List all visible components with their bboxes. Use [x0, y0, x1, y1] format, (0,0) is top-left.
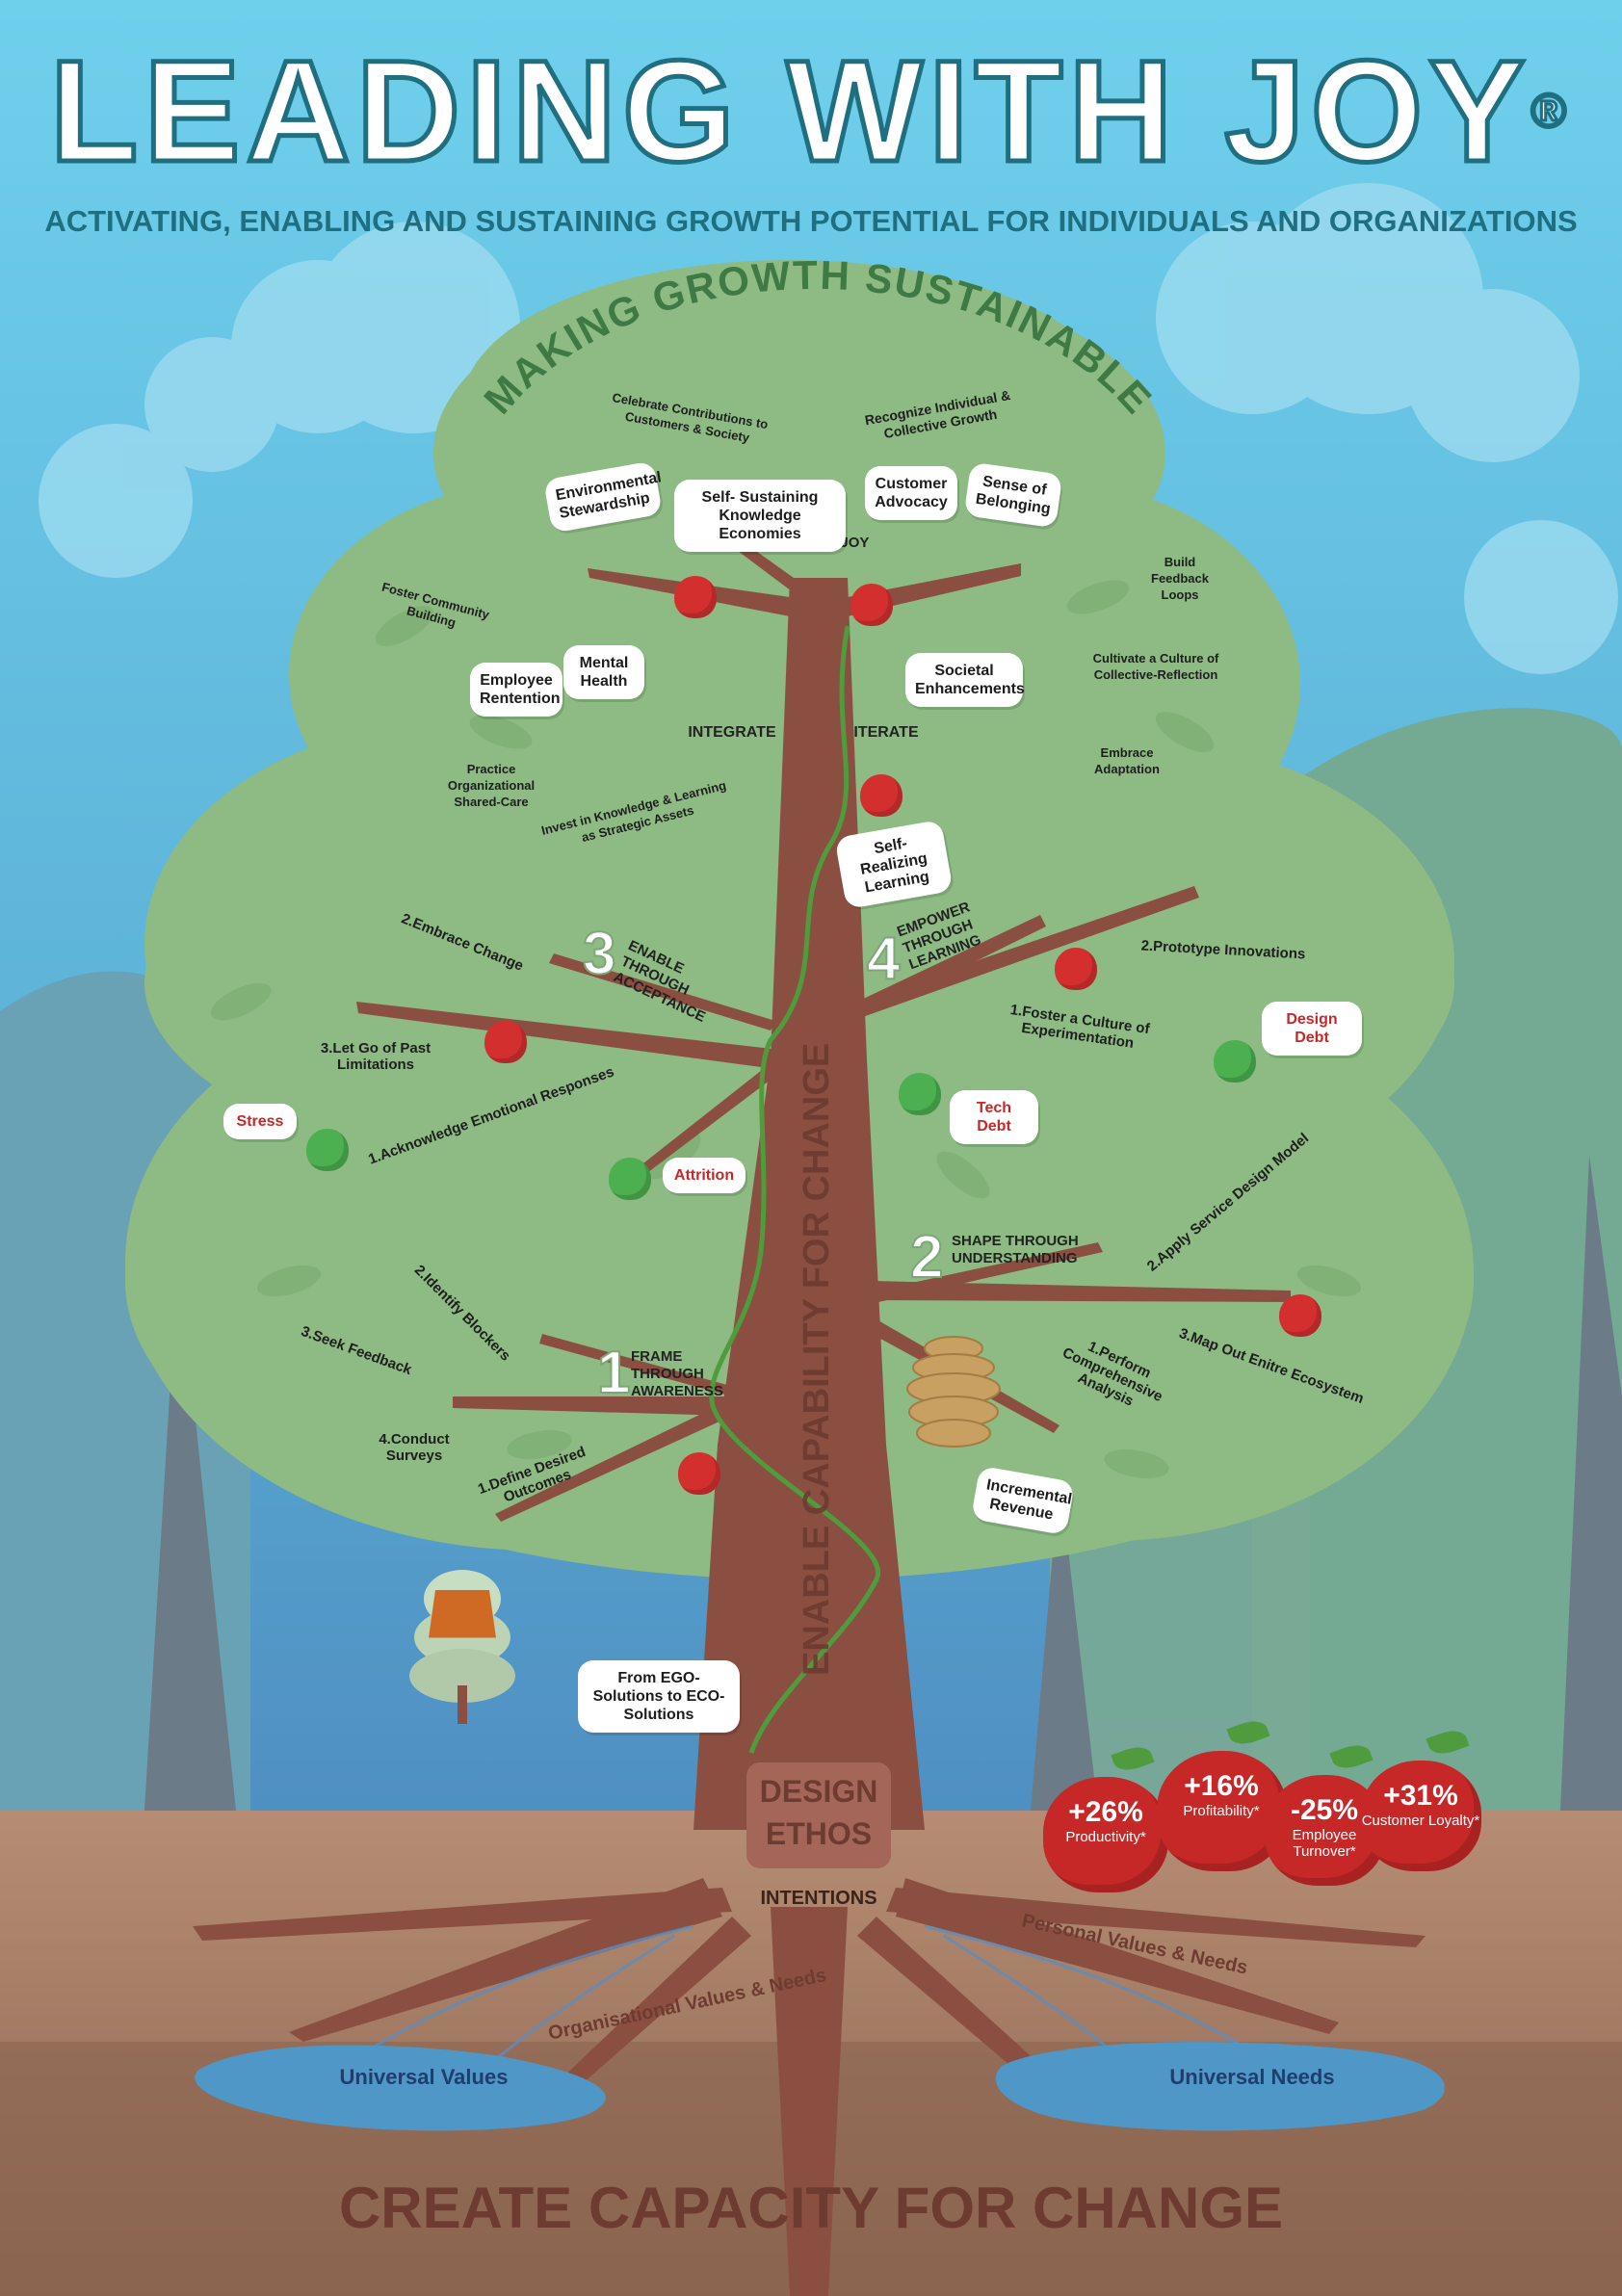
- integrate-label: INTEGRATE: [688, 724, 776, 741]
- stat-apple: [1043, 1777, 1168, 1892]
- stat-value: +31%: [1383, 1779, 1458, 1812]
- stage-2-text: SHAPE THROUGH UNDERSTANDING: [952, 1233, 1079, 1266]
- red-apple-icon: [1279, 1294, 1321, 1337]
- bg-spire-left: [144, 1252, 236, 1811]
- pool-universal-needs: [995, 2042, 1445, 2131]
- bubble-self-sustaining: Self- Sustaining Knowledge Economies: [674, 480, 846, 552]
- bubble-customer-advocacy: Customer Advocacy: [865, 466, 957, 520]
- stat-value: -25%: [1290, 1793, 1359, 1826]
- stat-label: +31%Customer Loyalty*: [1361, 1780, 1481, 1829]
- leaf-label: Cultivate a Culture of Collective-Reflec…: [1092, 651, 1219, 682]
- green-apple-icon: [306, 1129, 349, 1171]
- pool-right-label: Universal Needs: [1169, 2065, 1335, 2089]
- iterate-label: ITERATE: [853, 724, 919, 741]
- stat-apple: [1156, 1750, 1287, 1871]
- design-ethos-plaque: [746, 1762, 891, 1868]
- stat-name: Profitability*: [1183, 1802, 1260, 1819]
- bubble-design-debt: Design Debt: [1262, 1002, 1362, 1056]
- bubble-societal: Societal Enhancements: [905, 653, 1025, 707]
- branch-stage1: [453, 1396, 732, 1416]
- red-apple-icon: [674, 576, 717, 618]
- bubble-ego-eco: From EGO-Solutions to ECO-Solutions: [578, 1660, 740, 1733]
- leaf-label: Build Feedback Loops: [1151, 555, 1209, 602]
- title-text: LEADING WITH JOY: [47, 28, 1531, 195]
- stat-apple: [1360, 1760, 1481, 1871]
- intentions-label: INTENTIONS: [760, 1888, 877, 1909]
- red-apple-icon: [850, 584, 893, 626]
- vine: [709, 625, 881, 1754]
- green-apple-icon: [899, 1073, 941, 1115]
- green-apple-icon: [609, 1158, 651, 1200]
- potted-plant: [409, 1570, 515, 1724]
- stage-2-number: 2: [909, 1223, 945, 1292]
- stage-3-number: 3: [582, 920, 617, 988]
- red-apple-icon: [678, 1452, 720, 1495]
- stat-name: Customer Loyalty*: [1361, 1812, 1480, 1829]
- step-label: 3.Let Go of Past Limitations: [320, 1040, 432, 1073]
- bubble-tech-debt: Tech Debt: [950, 1090, 1038, 1144]
- root-right-label: Personal Values & Needs: [1020, 1910, 1249, 1978]
- clouds: [39, 183, 1618, 674]
- stage-1-text: FRAME THROUGH AWARENESS: [631, 1348, 723, 1399]
- page-title: LEADING WITH JOY®: [0, 28, 1622, 195]
- green-apple-icon: [1214, 1040, 1256, 1083]
- red-apple-icon: [860, 774, 903, 817]
- branch-stage2: [872, 1281, 1291, 1302]
- arc-title: MAKING GROWTH SUSTAINABLE: [475, 252, 1162, 423]
- root-left-label: Organisational Values & Needs: [546, 1965, 828, 2045]
- branch-stage3: [356, 1002, 780, 1069]
- stat-name: Employee Turnover*: [1292, 1826, 1357, 1860]
- registered-mark: ®: [1530, 83, 1573, 140]
- stat-label: +16%Profitability*: [1157, 1770, 1287, 1819]
- beehive: [906, 1336, 1001, 1448]
- pool-universal-values: [195, 2045, 606, 2131]
- bubble-mental-health: Mental Health: [563, 645, 644, 699]
- design-ethos-label: DESIGN ETHOS: [759, 1774, 878, 1851]
- bubble-attrition: Attrition: [663, 1158, 746, 1193]
- page-subtitle: ACTIVATING, ENABLING AND SUSTAINING GROW…: [44, 204, 1578, 238]
- red-apple-icon: [1055, 948, 1097, 990]
- leaf-label: Embrace Adaptation: [1094, 745, 1160, 776]
- red-apple-icon: [484, 1021, 527, 1063]
- trunk-vertical-label: ENABLE CAPABILITY FOR CHANGE: [797, 1043, 837, 1676]
- bubble-stress: Stress: [223, 1104, 297, 1139]
- stage-4-number: 4: [866, 925, 902, 993]
- pool-left-label: Universal Values: [339, 2065, 509, 2089]
- stat-label: +26%Productivity*: [1043, 1796, 1168, 1845]
- bubble-employee-retention: Employee Rentention: [470, 663, 562, 717]
- stat-label: -25%Employee Turnover*: [1265, 1794, 1385, 1860]
- tree-trunk: [693, 578, 925, 1830]
- crown-leaf-texture: [210, 580, 1362, 1478]
- step-label: 4.Conduct Surveys: [379, 1431, 450, 1464]
- stat-value: +16%: [1184, 1769, 1259, 1802]
- stat-value: +26%: [1068, 1796, 1143, 1828]
- leaf-label: Practice Organizational Shared-Care: [447, 762, 536, 809]
- stage-1-number: 1: [596, 1339, 632, 1407]
- footer-title: CREATE CAPACITY FOR CHANGE: [338, 2176, 1284, 2240]
- stat-name: Productivity*: [1065, 1829, 1146, 1845]
